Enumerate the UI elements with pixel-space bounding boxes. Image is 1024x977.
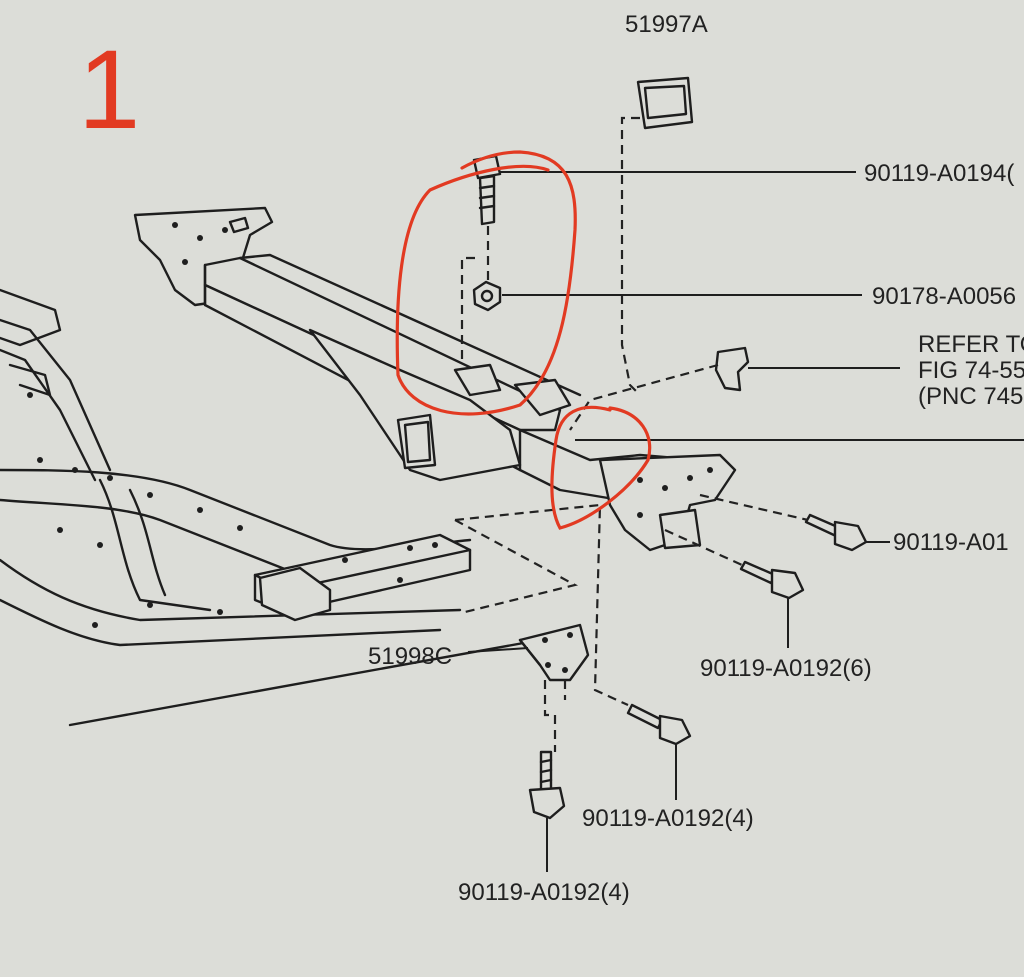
bolt-90119-a0192-4-bottom <box>528 750 566 820</box>
label-90119-a0194: 90119-A0194( <box>864 160 1014 187</box>
label-refer-line3: (PNC 745 <box>918 383 1023 410</box>
label-90119-a0192-4-bottom: 90119-A0192(4) <box>458 879 630 906</box>
part-labels: 51997A 90119-A0194( 90178-A0056 REFER TO… <box>368 11 1024 906</box>
label-90119-a0192-6: 90119-A0192(6) <box>700 655 872 682</box>
annotation-circles <box>395 150 652 530</box>
label-refer-line2: FIG 74-55 <box>918 357 1024 384</box>
label-51997a: 51997A <box>625 11 708 38</box>
label-51998c: 51998C <box>368 643 452 670</box>
frame-rail <box>0 288 542 727</box>
part-51997a-pad <box>636 76 694 130</box>
bolt-90119-a0192-6 <box>739 560 805 600</box>
assembly-dashes <box>454 116 809 752</box>
cross-beam <box>133 206 737 552</box>
refer-to-part <box>714 346 750 392</box>
bolt-90119-a0192-4-right <box>626 703 692 746</box>
label-90178-a0056: 90178-A0056 <box>872 283 1016 310</box>
red-circle-lower <box>550 405 652 530</box>
label-refer-line1: REFER TO <box>918 331 1024 358</box>
label-90119-a01: 90119-A01 <box>893 529 1009 556</box>
figure-number: 1 <box>78 27 140 152</box>
bolt-90119-a01 <box>804 513 868 552</box>
bolt-90119-a0194 <box>472 154 502 226</box>
bracket-51998c <box>518 623 590 682</box>
nut-90178-a0056 <box>472 280 502 312</box>
label-90119-a0192-4-right: 90119-A0192(4) <box>582 805 754 832</box>
red-circle-upper <box>395 150 577 416</box>
